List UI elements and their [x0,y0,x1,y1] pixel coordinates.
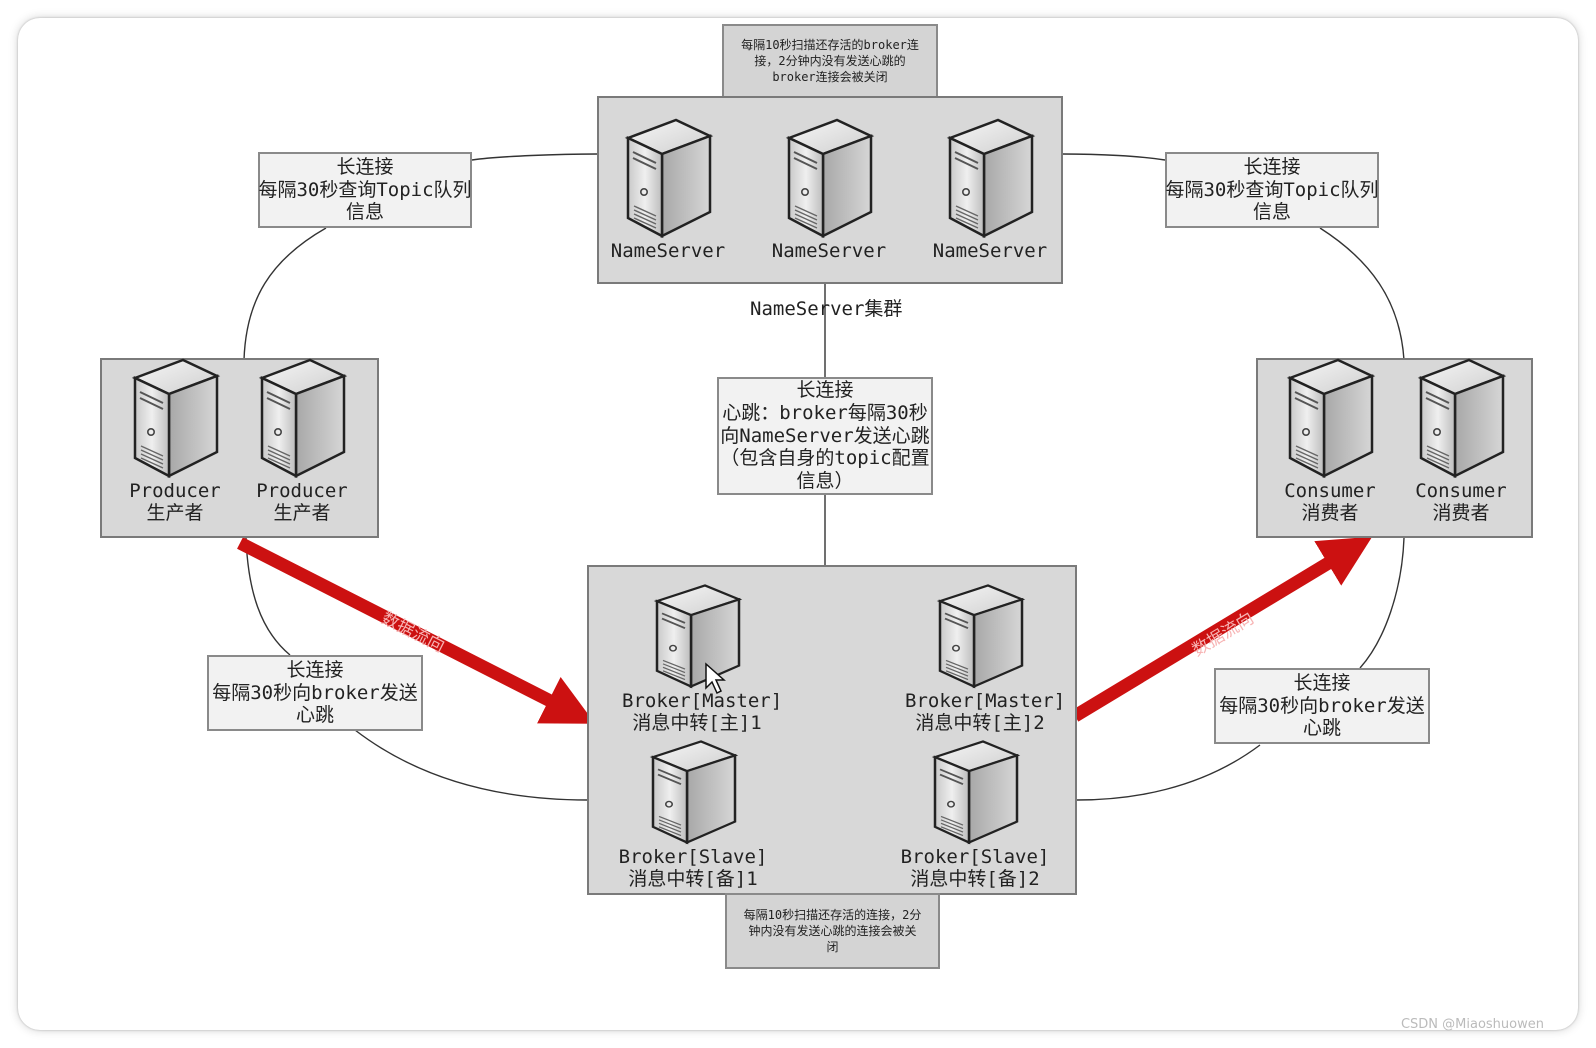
data-flow-arrow-left [237,537,596,724]
note-line: 长连接 [286,658,344,681]
server-tower-icon [931,740,1021,845]
link-heartbeat-note-broker-left [354,729,589,801]
server-tower-icon [1286,358,1376,479]
note-line: 信息 [345,201,384,224]
note-line: 每隔10秒扫描还存活的broker连 [741,37,919,52]
server-sublabel: 消费者 [1432,502,1490,525]
mouse-pointer-icon [705,662,726,695]
consumer-2: Consumer 消费者 [1401,356,1521,525]
note-line: 信息 [1252,201,1291,224]
data-flow-arrow-right [1071,536,1373,722]
server-label: NameServer [771,240,887,262]
server-tower-icon [785,118,875,239]
link-producer-heartbeat-note [245,537,291,656]
note-line: 长连接 [1293,671,1351,694]
server-tower-icon [624,118,714,239]
server-label: Producer [256,480,348,502]
note-line: broker连接会被关闭 [772,70,888,85]
note-line: 向NameServer发送心跳 [720,424,930,447]
server-sublabel: 消费者 [1301,502,1359,525]
note-line: 每隔30秒向broker发送 [212,681,418,704]
link-consumer-note-consumer [1319,227,1405,361]
server-sublabel: 生产者 [146,502,204,525]
producer-1: Producer 生产者 [115,356,235,525]
note-line: 每隔30秒查询Topic队列 [258,178,472,201]
producer-topic-query-note: 长连接 每隔30秒查询Topic队列 信息 [258,152,472,228]
server-label: Consumer [1284,480,1376,502]
note-line: 信息） [796,470,854,493]
note-line: 每隔30秒向broker发送 [1219,694,1425,717]
note-line: 接，2分钟内没有发送心跳的 [754,53,906,68]
consumer-topic-query-note: 长连接 每隔30秒查询Topic队列 信息 [1165,152,1379,228]
note-line: 长连接 [336,155,394,178]
broker-slave-1: Broker[Slave] 消息中转[备]1 [618,738,768,891]
nameserver-scan-note: 每隔10秒扫描还存活的broker连 接，2分钟内没有发送心跳的 broker连… [722,24,938,98]
broker-heartbeat-note: 长连接 心跳：broker每隔30秒 向NameServer发送心跳 （包含自身… [717,377,933,495]
note-line: 长连接 [796,379,854,401]
note-line: 钟内没有发送心跳的连接会被关 [748,923,917,938]
consumer-1: Consumer 消费者 [1270,356,1390,525]
server-sublabel: 消息中转[主]1 [632,712,762,735]
server-label: Broker[Master] [905,690,1066,712]
server-sublabel: 消息中转[备]2 [910,868,1040,891]
note-line: 心跳 [295,704,334,727]
note-line: 长连接 [1243,155,1301,178]
server-tower-icon [258,358,348,479]
producer-2: Producer 生产者 [242,356,362,525]
server-tower-icon [946,118,1036,239]
server-tower-icon [1417,358,1507,479]
nameserver-1: NameServer [608,116,728,262]
server-tower-icon [649,740,739,845]
server-label: Broker[Slave] [900,846,1050,868]
consumer-heartbeat-note: 长连接 每隔30秒向broker发送 心跳 [1214,668,1430,744]
link-heartbeat-note-broker-right [1076,744,1261,801]
producer-heartbeat-note: 长连接 每隔30秒向broker发送 心跳 [207,655,423,731]
link-consumer-heartbeat-note [1359,537,1405,669]
broker-slave-2: Broker[Slave] 消息中转[备]2 [900,738,1050,891]
server-sublabel: 消息中转[主]2 [915,712,1045,735]
server-label: Broker[Master] [622,690,783,712]
nameserver-3: NameServer [930,116,1050,262]
server-sublabel: 生产者 [273,502,331,525]
server-label: NameServer [932,240,1048,262]
broker-scan-note: 每隔10秒扫描还存活的连接，2分 钟内没有发送心跳的连接会被关 闭 [725,893,940,969]
note-line: 每隔10秒扫描还存活的连接，2分 [743,907,922,922]
link-producer-note-producer [243,227,327,361]
server-sublabel: 消息中转[备]1 [628,868,758,891]
note-line: 每隔30秒查询Topic队列 [1165,178,1379,201]
server-tower-icon [131,358,221,479]
note-line: （包含自身的topic配置 [720,447,930,470]
note-line: 心跳 [1302,717,1341,740]
link-nameserver-producer-note [471,153,599,161]
watermark: CSDN @Miaoshuowen [1400,1017,1544,1032]
server-label: NameServer [610,240,726,262]
note-line: 闭 [826,940,839,955]
server-tower-icon [653,584,743,689]
server-tower-icon [936,584,1026,689]
nameserver-2: NameServer [769,116,889,262]
broker-master-2: Broker[Master] 消息中转[主]2 [905,582,1066,735]
server-label: Broker[Slave] [618,846,768,868]
note-line: 心跳：broker每隔30秒 [722,401,928,424]
broker-master-1: Broker[Master] 消息中转[主]1 [622,582,783,735]
link-nameserver-consumer-note [1061,153,1166,161]
server-label: Consumer [1415,480,1507,502]
nameserver-cluster-caption: NameServer集群 [750,298,903,320]
server-label: Producer [129,480,221,502]
